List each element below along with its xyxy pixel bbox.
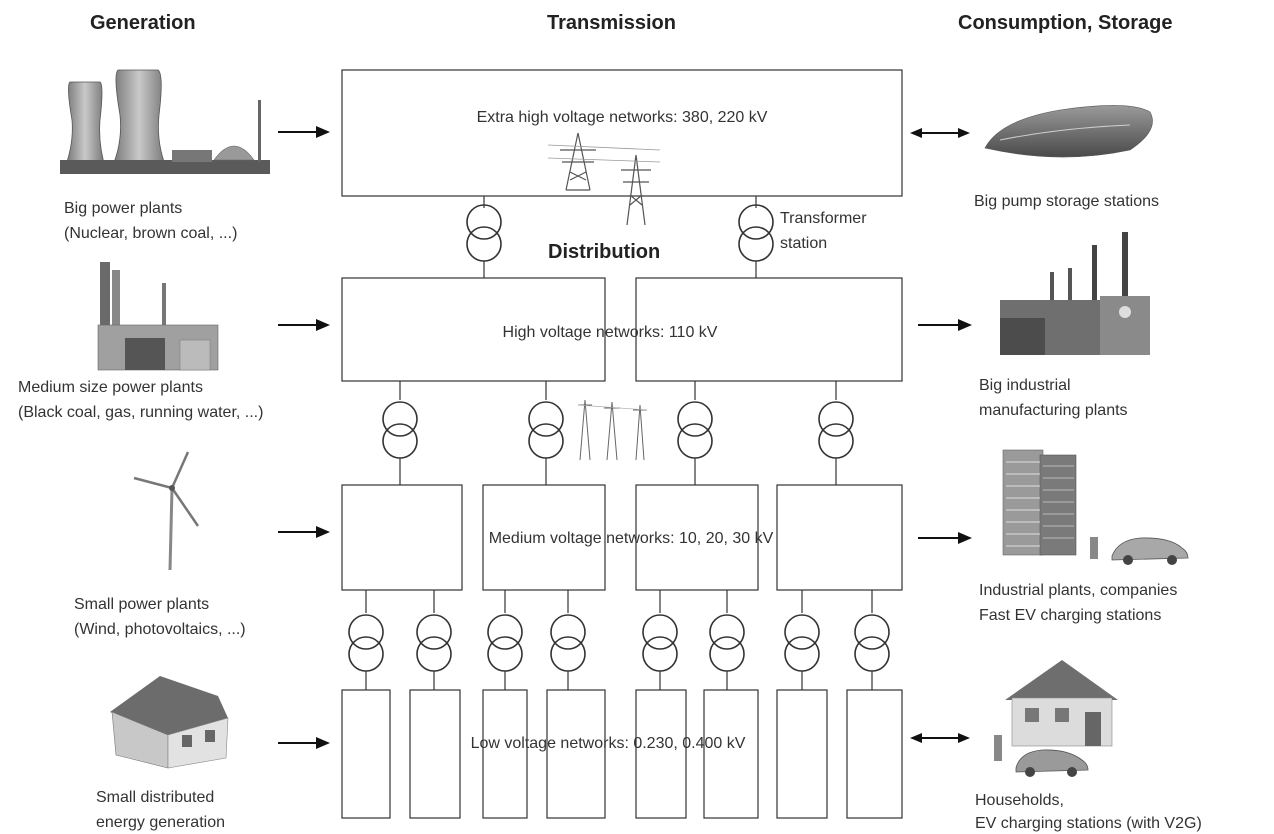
small-power-plants-label: Small power plants (74, 596, 209, 613)
pylon-icon (577, 399, 648, 461)
industrial-plants-label: Industrial plants, companies (979, 582, 1177, 599)
hv-network-label: High voltage networks: 110 kV (503, 324, 718, 341)
transformer-station-label: Transformer (780, 210, 867, 227)
big-industrial-detail: manufacturing plants (979, 402, 1128, 419)
mv-network-box-4 (776, 484, 903, 591)
households-detail: EV charging stations (with V2G) (975, 815, 1202, 832)
hv-network-box-left (341, 277, 606, 382)
lv-network-box (776, 689, 828, 819)
hv-network-box-right (635, 277, 903, 382)
transformer-icon (738, 204, 774, 262)
power-plant-icon (60, 69, 270, 174)
reservoir-icon (984, 105, 1153, 158)
lv-network-boxes (341, 689, 903, 819)
mv-network-box-3 (635, 484, 759, 591)
electric-car-icon (1015, 749, 1089, 777)
generation-arrows (278, 126, 330, 749)
lv-network-box (409, 689, 461, 819)
hv-mv-transformers (382, 381, 854, 485)
industrial-chimney-icon (97, 262, 219, 371)
big-power-plants-label: Big power plants (64, 200, 182, 217)
households-label: Households, (975, 792, 1064, 809)
small-distributed-label: Small distributed (96, 789, 214, 806)
medium-power-plants-detail: (Black coal, gas, running water, ...) (18, 404, 263, 421)
header-consumption: Consumption, Storage (958, 12, 1172, 34)
big-industrial-label: Big industrial (979, 377, 1071, 394)
house-icon (110, 676, 229, 769)
lv-network-label: Low voltage networks: 0.230, 0.400 kV (471, 735, 746, 752)
big-power-plants-detail: (Nuclear, brown coal, ...) (64, 225, 237, 242)
ehv-network-box (341, 69, 903, 197)
ehv-network-label: Extra high voltage networks: 380, 220 kV (477, 109, 768, 126)
tower-block-icon (1002, 449, 1077, 556)
charging-station-icon (1090, 537, 1098, 559)
lv-network-box (546, 689, 606, 819)
mv-lv-transformers (348, 590, 890, 690)
lv-network-box (635, 689, 687, 819)
small-distributed-detail: energy generation (96, 814, 225, 831)
pylon-icon (547, 132, 661, 226)
lv-network-box (846, 689, 903, 819)
wind-turbine-icon (133, 451, 200, 571)
small-power-plants-detail: (Wind, photovoltaics, ...) (74, 621, 246, 638)
lv-network-box (341, 689, 391, 819)
medium-power-plants-label: Medium size power plants (18, 379, 203, 396)
mv-network-box-2 (482, 484, 606, 591)
header-distribution: Distribution (548, 241, 660, 263)
lv-network-box (703, 689, 759, 819)
factory-icon (1000, 232, 1150, 355)
transformer-station-label-2: station (780, 235, 827, 252)
consumption-arrows (910, 128, 972, 743)
charging-station-icon (994, 735, 1002, 761)
transformer-icon (466, 204, 502, 262)
mv-network-box-1 (341, 484, 463, 591)
house-icon (1005, 660, 1118, 747)
fast-ev-charging-label: Fast EV charging stations (979, 607, 1161, 624)
header-generation: Generation (90, 12, 196, 34)
header-transmission: Transmission (547, 12, 676, 34)
pump-storage-label: Big pump storage stations (974, 193, 1159, 210)
mv-network-label: Medium voltage networks: 10, 20, 30 kV (489, 530, 774, 547)
lv-network-box (482, 689, 528, 819)
electric-car-icon (1111, 537, 1189, 565)
